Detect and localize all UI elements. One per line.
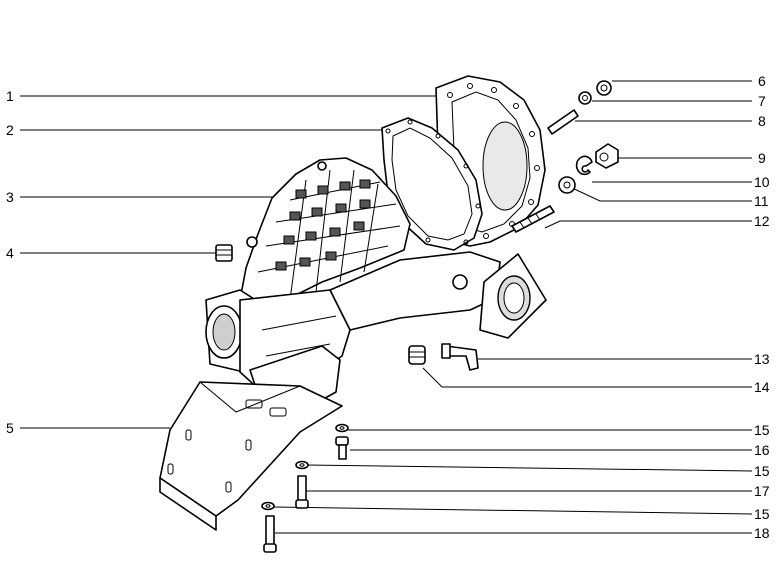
callouts-right: 6 7 8 9 10 11 12 13 14 15 16 15 17 15 18 — [754, 73, 770, 541]
nut-6 — [596, 80, 612, 96]
mounting-bracket — [159, 381, 343, 531]
callout-16: 16 — [754, 442, 770, 458]
callout-12: 12 — [754, 213, 770, 229]
lock-washer-10 — [575, 155, 593, 176]
callout-5: 5 — [6, 420, 14, 436]
callouts-left: 1 2 3 4 5 — [6, 88, 14, 436]
washer-7 — [578, 91, 592, 105]
callout-14: 14 — [754, 379, 770, 395]
callout-6: 6 — [758, 73, 766, 89]
callout-13: 13 — [754, 351, 770, 367]
callout-15b: 15 — [754, 463, 770, 479]
callout-17: 17 — [754, 483, 770, 499]
callout-7: 7 — [758, 93, 766, 109]
callout-2: 2 — [6, 122, 14, 138]
callout-8: 8 — [758, 113, 766, 129]
plug-14 — [408, 345, 426, 365]
washer-15a — [335, 423, 349, 433]
breather-plug — [215, 244, 233, 262]
callout-4: 4 — [6, 245, 14, 261]
washer-15b — [295, 460, 309, 470]
stud-12 — [511, 205, 555, 233]
elbow-fitting-13 — [441, 343, 479, 371]
stud-8 — [547, 109, 579, 135]
washer-15c — [261, 501, 275, 511]
callout-10: 10 — [754, 174, 770, 190]
callout-15c: 15 — [754, 506, 770, 522]
nut-9 — [595, 143, 619, 169]
callout-11: 11 — [754, 193, 769, 209]
bolt-16 — [335, 436, 349, 460]
callout-9: 9 — [758, 150, 766, 166]
callout-1: 1 — [6, 88, 14, 104]
callout-15a: 15 — [754, 422, 770, 438]
callout-18: 18 — [754, 525, 770, 541]
bolt-18 — [263, 515, 277, 553]
washer-11 — [558, 176, 576, 194]
leader-lines — [20, 80, 753, 534]
bolt-17 — [295, 475, 309, 509]
callout-3: 3 — [6, 189, 14, 205]
